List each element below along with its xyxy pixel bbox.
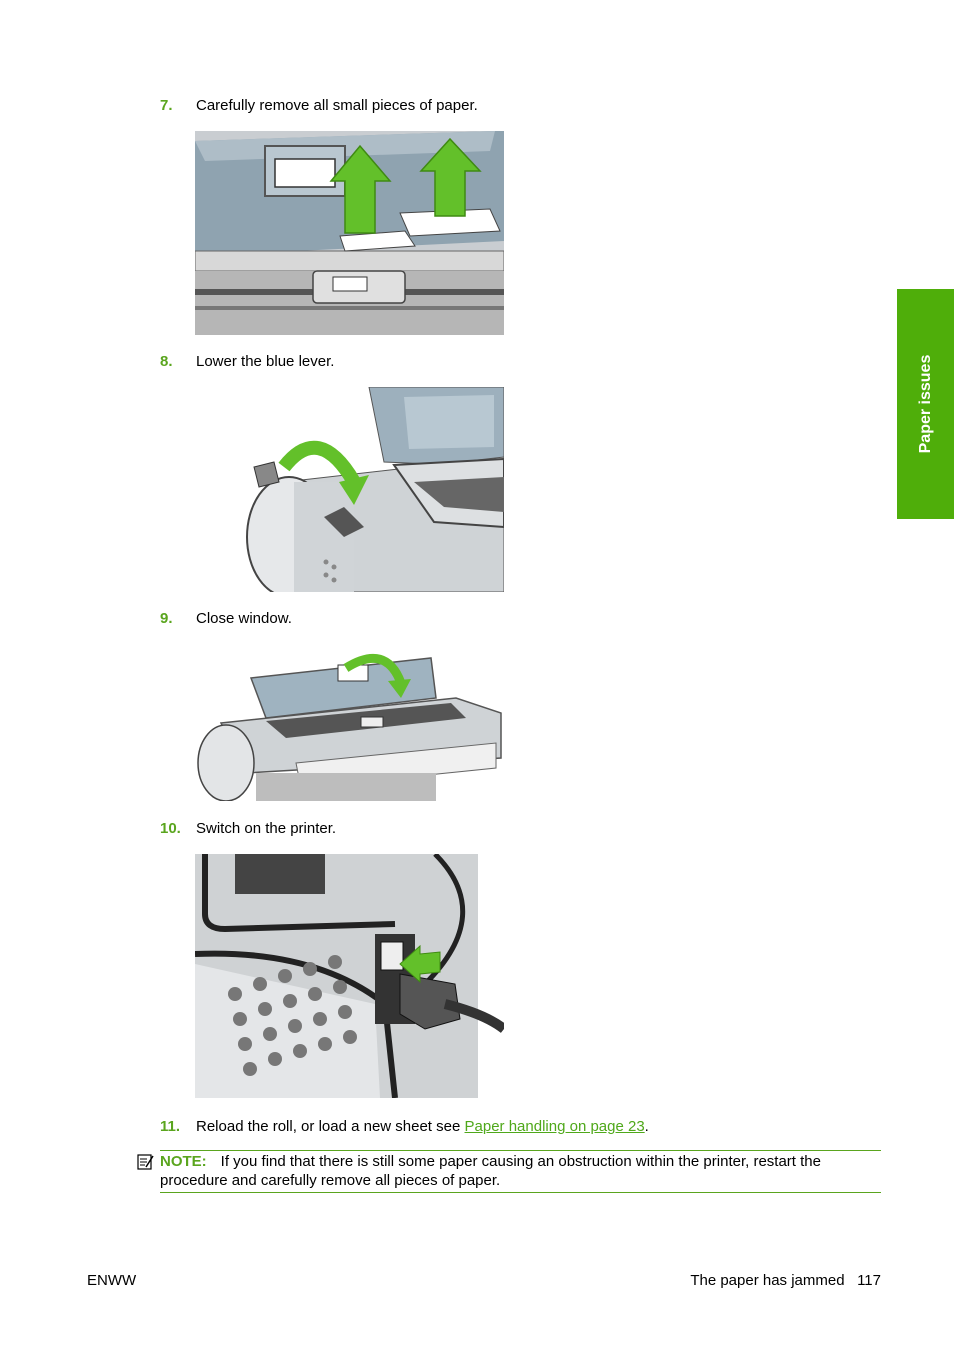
lower-lever-illustration — [244, 387, 504, 592]
step-number: 10. — [160, 820, 181, 837]
close-window-illustration — [196, 643, 503, 801]
step-text: Reload the roll, or load a new sheet see… — [196, 1118, 649, 1135]
step-text: Switch on the printer. — [196, 820, 337, 837]
step-number: 11. — [160, 1118, 181, 1135]
section-tab-label: Paper issues — [916, 354, 934, 454]
note-text: NOTE:If you find that there is still som… — [160, 1153, 821, 1189]
remove-paper-illustration — [195, 131, 504, 335]
step-number: 8. — [160, 353, 173, 370]
page-number: 117 — [857, 1272, 881, 1289]
step-text: Close window. — [196, 610, 292, 627]
step-text: Lower the blue lever. — [196, 353, 335, 370]
note-box: NOTE:If you find that there is still som… — [160, 1150, 881, 1193]
section-tab: Paper issues — [897, 289, 954, 519]
footer-left: ENWW — [87, 1272, 137, 1289]
step-text: Carefully remove all small pieces of pap… — [196, 97, 478, 114]
note-label: NOTE: — [160, 1153, 207, 1170]
footer-right: The paper has jammed 117 — [690, 1272, 881, 1289]
step-number: 9. — [160, 610, 173, 627]
power-switch-illustration — [195, 854, 504, 1098]
footer-title: The paper has jammed — [690, 1272, 845, 1289]
note-icon — [136, 1153, 154, 1171]
paper-handling-link[interactable]: Paper handling on page 23 — [464, 1118, 645, 1135]
step-number: 7. — [160, 97, 173, 114]
